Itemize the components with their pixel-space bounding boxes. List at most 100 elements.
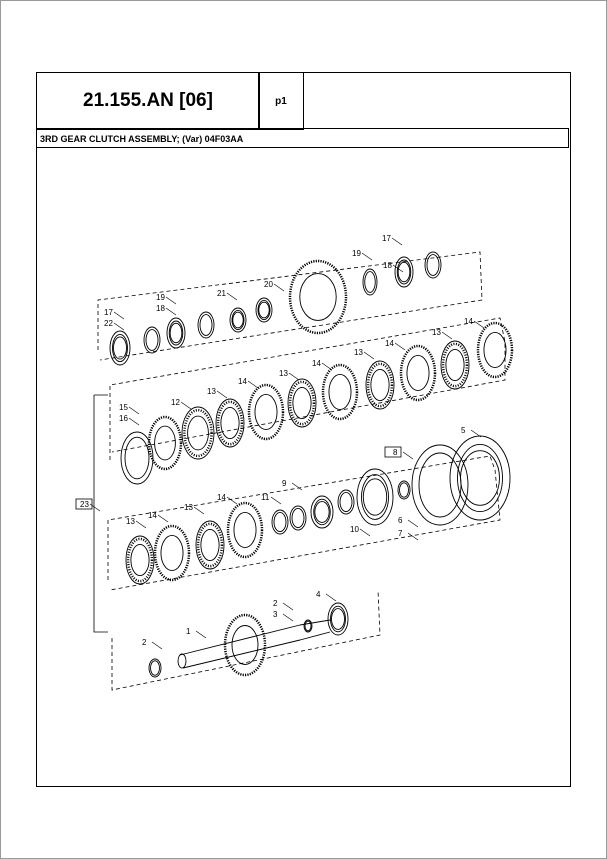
callout-14: 14 xyxy=(385,339,394,348)
part-bearing-24 xyxy=(356,468,394,526)
part-clutch-disc-30 xyxy=(195,520,225,570)
part-gear-14 xyxy=(321,363,359,421)
callout-3: 3 xyxy=(273,610,278,619)
part-bearing-9 xyxy=(109,330,131,366)
callout-14: 14 xyxy=(148,511,157,520)
leader-line xyxy=(128,406,140,415)
leader-line xyxy=(441,331,453,340)
part-bearing-26 xyxy=(310,495,334,529)
input-shaft xyxy=(179,619,331,669)
leader-line xyxy=(402,451,414,460)
callout-18: 18 xyxy=(156,304,165,313)
callout-7: 7 xyxy=(398,529,403,538)
callout-14: 14 xyxy=(464,317,473,326)
callout-8: 8 xyxy=(393,448,398,457)
part-ring-34 xyxy=(303,619,313,633)
part-ring-22 xyxy=(411,444,469,526)
leader-line xyxy=(89,503,101,512)
shaft-end xyxy=(177,653,187,669)
callout-4: 4 xyxy=(316,590,321,599)
callout-13: 13 xyxy=(207,387,216,396)
leader-line xyxy=(361,252,373,261)
bracket-23 xyxy=(93,394,108,633)
leader-line xyxy=(226,292,238,301)
part-clutch-disc-17 xyxy=(215,398,245,448)
part-gear-29 xyxy=(226,501,264,559)
callout-12: 12 xyxy=(171,398,180,407)
callout-23: 23 xyxy=(80,500,89,509)
group-outlines xyxy=(75,251,506,691)
leader-line xyxy=(165,296,177,305)
leader-line xyxy=(165,307,177,316)
callout-13: 13 xyxy=(184,503,193,512)
part-ring-23 xyxy=(397,480,411,500)
callout-13: 13 xyxy=(126,517,135,526)
leader-line xyxy=(157,514,169,523)
callout-2: 2 xyxy=(273,599,278,608)
part-clutch-disc-32 xyxy=(125,535,155,585)
part-bearing-2 xyxy=(394,256,414,288)
leader-line xyxy=(407,532,419,541)
part-gear-3 xyxy=(288,259,348,335)
callout-19: 19 xyxy=(156,293,165,302)
part-ring-8 xyxy=(143,326,161,354)
part-clutch-disc-18 xyxy=(181,406,215,460)
part-bearing-4 xyxy=(255,297,273,323)
leader-line xyxy=(325,593,337,602)
callout-17: 17 xyxy=(104,308,113,317)
part-bearing-7 xyxy=(166,317,186,349)
leader-line xyxy=(151,641,163,650)
leader-line xyxy=(247,380,259,389)
leader-line xyxy=(270,496,282,505)
callout-22: 22 xyxy=(104,319,113,328)
part-ring-27 xyxy=(289,505,307,531)
group-outline-lower xyxy=(107,455,501,591)
part-ring-6 xyxy=(197,311,215,339)
leader-line xyxy=(291,482,303,491)
leader-line xyxy=(391,237,403,246)
part-clutch-disc-15 xyxy=(287,378,317,428)
leader-line xyxy=(195,630,207,639)
leader-line xyxy=(216,390,228,399)
leader-line xyxy=(473,320,485,329)
part-gear-12 xyxy=(399,344,437,402)
callout-19: 19 xyxy=(352,249,361,258)
part-gear-16 xyxy=(247,383,285,441)
group-outline-upper xyxy=(109,317,506,460)
callout-11: 11 xyxy=(261,493,270,502)
part-bearing-33 xyxy=(327,602,349,636)
callout-box-8 xyxy=(384,446,402,458)
callout-21: 21 xyxy=(217,289,226,298)
section-code: 21.155.AN [06] xyxy=(36,72,260,130)
part-ring-20 xyxy=(120,431,154,485)
callout-20: 20 xyxy=(264,280,273,289)
part-clutch-disc-13 xyxy=(365,360,395,410)
assembly-title: 3RD GEAR CLUTCH ASSEMBLY; (Var) 04F03AA xyxy=(36,128,569,148)
leader-line xyxy=(135,520,147,529)
callout-14: 14 xyxy=(238,377,247,386)
part-gear-35 xyxy=(223,613,267,677)
leader-line xyxy=(470,429,482,438)
leader-line xyxy=(363,351,375,360)
part-clutch-disc-11 xyxy=(440,340,470,390)
callout-16: 16 xyxy=(119,414,128,423)
callout-1: 1 xyxy=(186,627,191,636)
part-gear-31 xyxy=(153,524,191,582)
leader-line xyxy=(288,372,300,381)
callout-9: 9 xyxy=(282,479,287,488)
callout-14: 14 xyxy=(217,493,226,502)
callout-13: 13 xyxy=(279,369,288,378)
part-ring-0 xyxy=(424,251,442,279)
page-number: p1 xyxy=(258,72,304,130)
leader-line xyxy=(359,528,371,537)
callout-15: 15 xyxy=(119,403,128,412)
leader-line xyxy=(282,602,294,611)
callout-5: 5 xyxy=(461,426,466,435)
part-ring-25 xyxy=(337,489,355,515)
leader-line xyxy=(394,342,406,351)
leader-line xyxy=(193,506,205,515)
leader-line xyxy=(128,417,140,426)
leader-line xyxy=(282,613,294,622)
leader-line xyxy=(113,311,125,320)
